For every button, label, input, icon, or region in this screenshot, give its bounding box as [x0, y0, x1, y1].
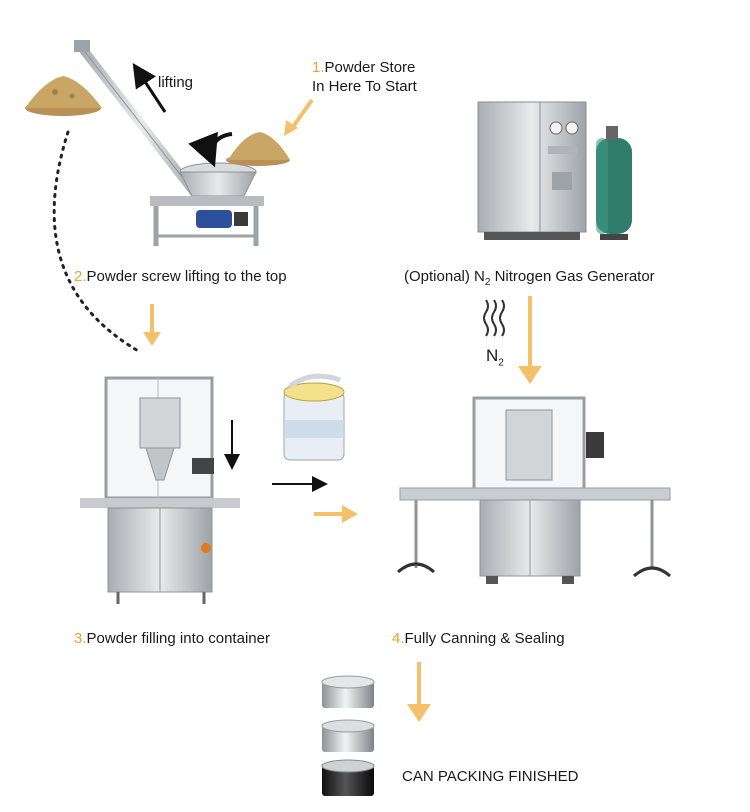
n2-main: N — [486, 346, 499, 365]
step-1-text-line2: In Here To Start — [312, 78, 417, 95]
step-2-text: Powder screw lifting to the top — [86, 268, 287, 285]
sealing-machine-icon — [397, 396, 671, 584]
orange-arrow-icon — [518, 296, 542, 384]
nitrogen-label: (Optional) N2 Nitrogen Gas Generator — [404, 268, 655, 288]
step-4-label: 4.Fully Canning & Sealing — [392, 630, 565, 647]
powder-pile-icon — [226, 132, 290, 166]
step-2-number: 2. — [74, 268, 87, 285]
curved-arrow-icon — [188, 131, 233, 168]
gas-tank-icon — [596, 126, 632, 240]
step-3-text: Powder filling into container — [86, 630, 270, 647]
can-icon — [321, 675, 375, 708]
can-icon — [283, 373, 345, 461]
step-1-number: 1. — [312, 59, 325, 76]
screw-conveyor-icon — [74, 40, 264, 246]
step-4-text: Fully Canning & Sealing — [404, 630, 565, 647]
step-1-label: 1.Powder Store In Here To Start — [312, 58, 417, 96]
lifting-label: lifting — [158, 74, 194, 91]
finished-label: CAN PACKING FINISHED — [402, 768, 579, 785]
step-4-number: 4. — [392, 630, 405, 647]
lifting-arrow-icon — [132, 62, 167, 113]
n2-sub: 2 — [498, 357, 504, 369]
n2-symbol: N2 — [486, 346, 504, 368]
step-1-text-line1: Powder Store — [324, 59, 416, 76]
nitrogen-prefix: (Optional) N — [404, 268, 485, 285]
orange-arrow-icon — [143, 304, 161, 346]
step-3-number: 3. — [74, 630, 87, 647]
wavy-lines-icon — [483, 299, 505, 337]
dotted-path — [52, 130, 142, 354]
step-3-label: 3.Powder filling into container — [74, 630, 270, 647]
can-icon — [321, 759, 375, 796]
orange-arrow-icon — [284, 98, 314, 136]
nitrogen-sub: 2 — [484, 277, 491, 288]
filling-machine-icon — [80, 376, 240, 604]
nitrogen-generator-icon — [477, 101, 587, 240]
nitrogen-suffix: Nitrogen Gas Generator — [490, 268, 655, 285]
can-icon — [321, 719, 375, 752]
step-2-label: 2.Powder screw lifting to the top — [74, 268, 287, 285]
orange-arrow-icon — [407, 662, 431, 722]
powder-pile-icon — [25, 76, 102, 116]
orange-arrow-icon — [314, 505, 358, 523]
